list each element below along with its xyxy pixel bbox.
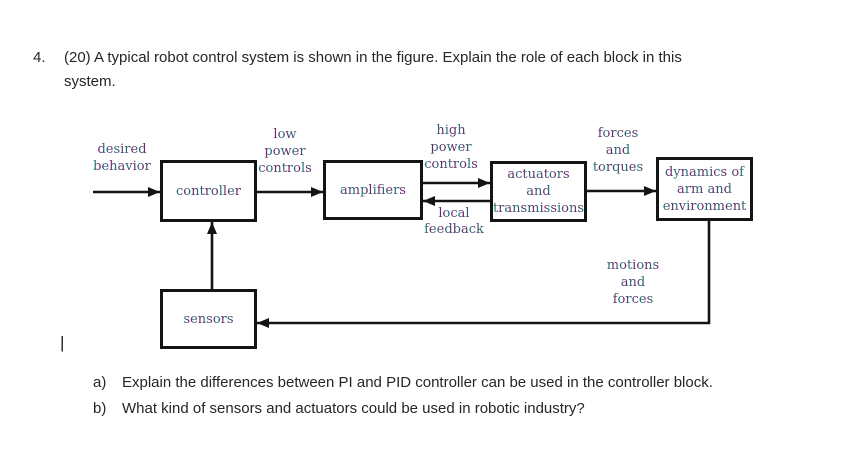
block-controller: controller [160,160,257,222]
signal-label-local-feedback: local feedback [424,206,484,237]
arrow-dynamics-to-sensors [257,221,711,328]
signal-label-motions-and-forces: motions and forces [606,258,660,307]
signal-label-high-power-controls: high power controls [424,123,478,172]
sub-question-a: a) Explain the differences between PI an… [93,374,713,391]
block-controller-label: controller [176,183,241,199]
text-cursor: | [60,333,65,352]
question-line-1: (20) A typical robot control system is s… [64,49,682,66]
block-actuators-transmissions: actuators and transmissions [490,161,587,222]
question-line-2: system. [64,73,116,90]
sub-question-b-label: b) [93,400,107,417]
sub-question-b: b) What kind of sensors and actuators co… [93,400,585,417]
block-amplifiers-label: amplifiers [340,182,406,198]
block-sensors: sensors [160,289,257,349]
signal-label-forces-and-torques: forces and torques [592,126,644,175]
question-text: (20) A typical robot control system is s… [64,46,682,94]
signal-label-desired-behavior: desired behavior [93,142,151,174]
question-number: 4. [33,49,46,66]
question-heading: 4. (20) A typical robot control system i… [33,46,682,94]
sub-question-b-text: What kind of sensors and actuators could… [122,400,585,417]
sub-question-a-text: Explain the differences between PI and P… [122,374,713,391]
sub-question-a-label: a) [93,374,107,391]
block-actuators-label: actuators and transmissions [492,167,585,216]
block-dynamics-label: dynamics of arm and environment [662,164,747,214]
signal-label-low-power-controls: low power controls [258,127,312,176]
block-sensors-label: sensors [183,311,234,327]
block-amplifiers: amplifiers [323,160,423,220]
block-dynamics-environment: dynamics of arm and environment [656,157,753,221]
